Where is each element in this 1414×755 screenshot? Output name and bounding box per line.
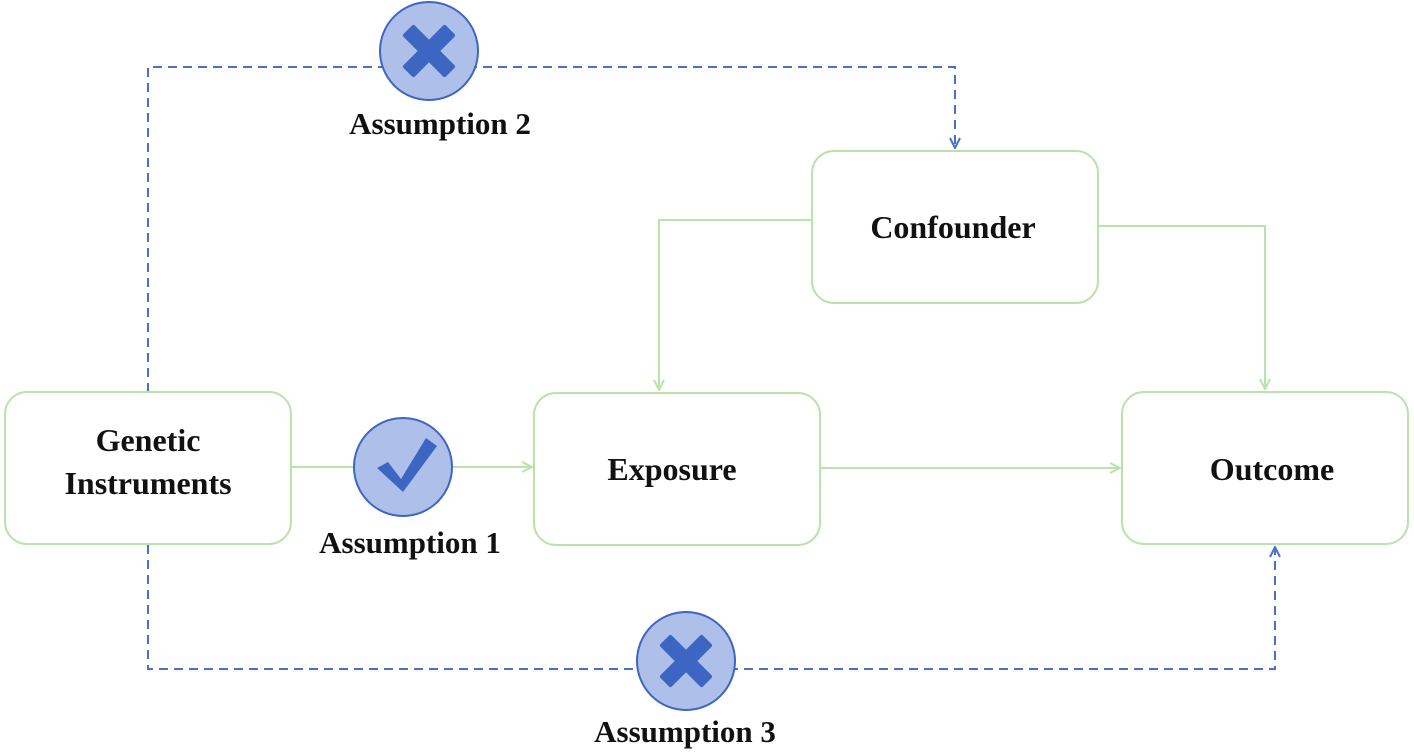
node-exposure-label: Exposure — [607, 451, 736, 487]
assumption-1-label: Assumption 1 — [319, 525, 501, 560]
node-confounder: Confounder — [811, 150, 1099, 304]
cross-icon — [402, 24, 456, 78]
edge-confounder-to-outcome — [1099, 225, 1265, 389]
edge-assumption-3 — [147, 545, 1275, 670]
node-confounder-label: Confounder — [870, 209, 1035, 245]
node-outcome-label: Outcome — [1210, 451, 1334, 487]
assumption-3-label: Assumption 3 — [594, 714, 776, 749]
node-genetic-instruments: Genetic Instruments — [4, 391, 292, 545]
assumption-2-badge — [379, 1, 479, 101]
edge-assumption-2 — [147, 66, 955, 392]
node-genetic-instruments-line2: Instruments — [64, 465, 231, 501]
node-genetic-instruments-line1: Genetic — [96, 422, 201, 458]
cross-icon — [659, 634, 713, 688]
node-outcome: Outcome — [1121, 391, 1409, 545]
assumption-3-badge — [636, 611, 736, 711]
assumption-2-label: Assumption 2 — [349, 106, 531, 141]
assumption-1-badge — [353, 417, 453, 517]
check-icon — [377, 438, 437, 492]
node-exposure: Exposure — [533, 392, 821, 546]
edge-confounder-to-exposure — [659, 219, 812, 390]
